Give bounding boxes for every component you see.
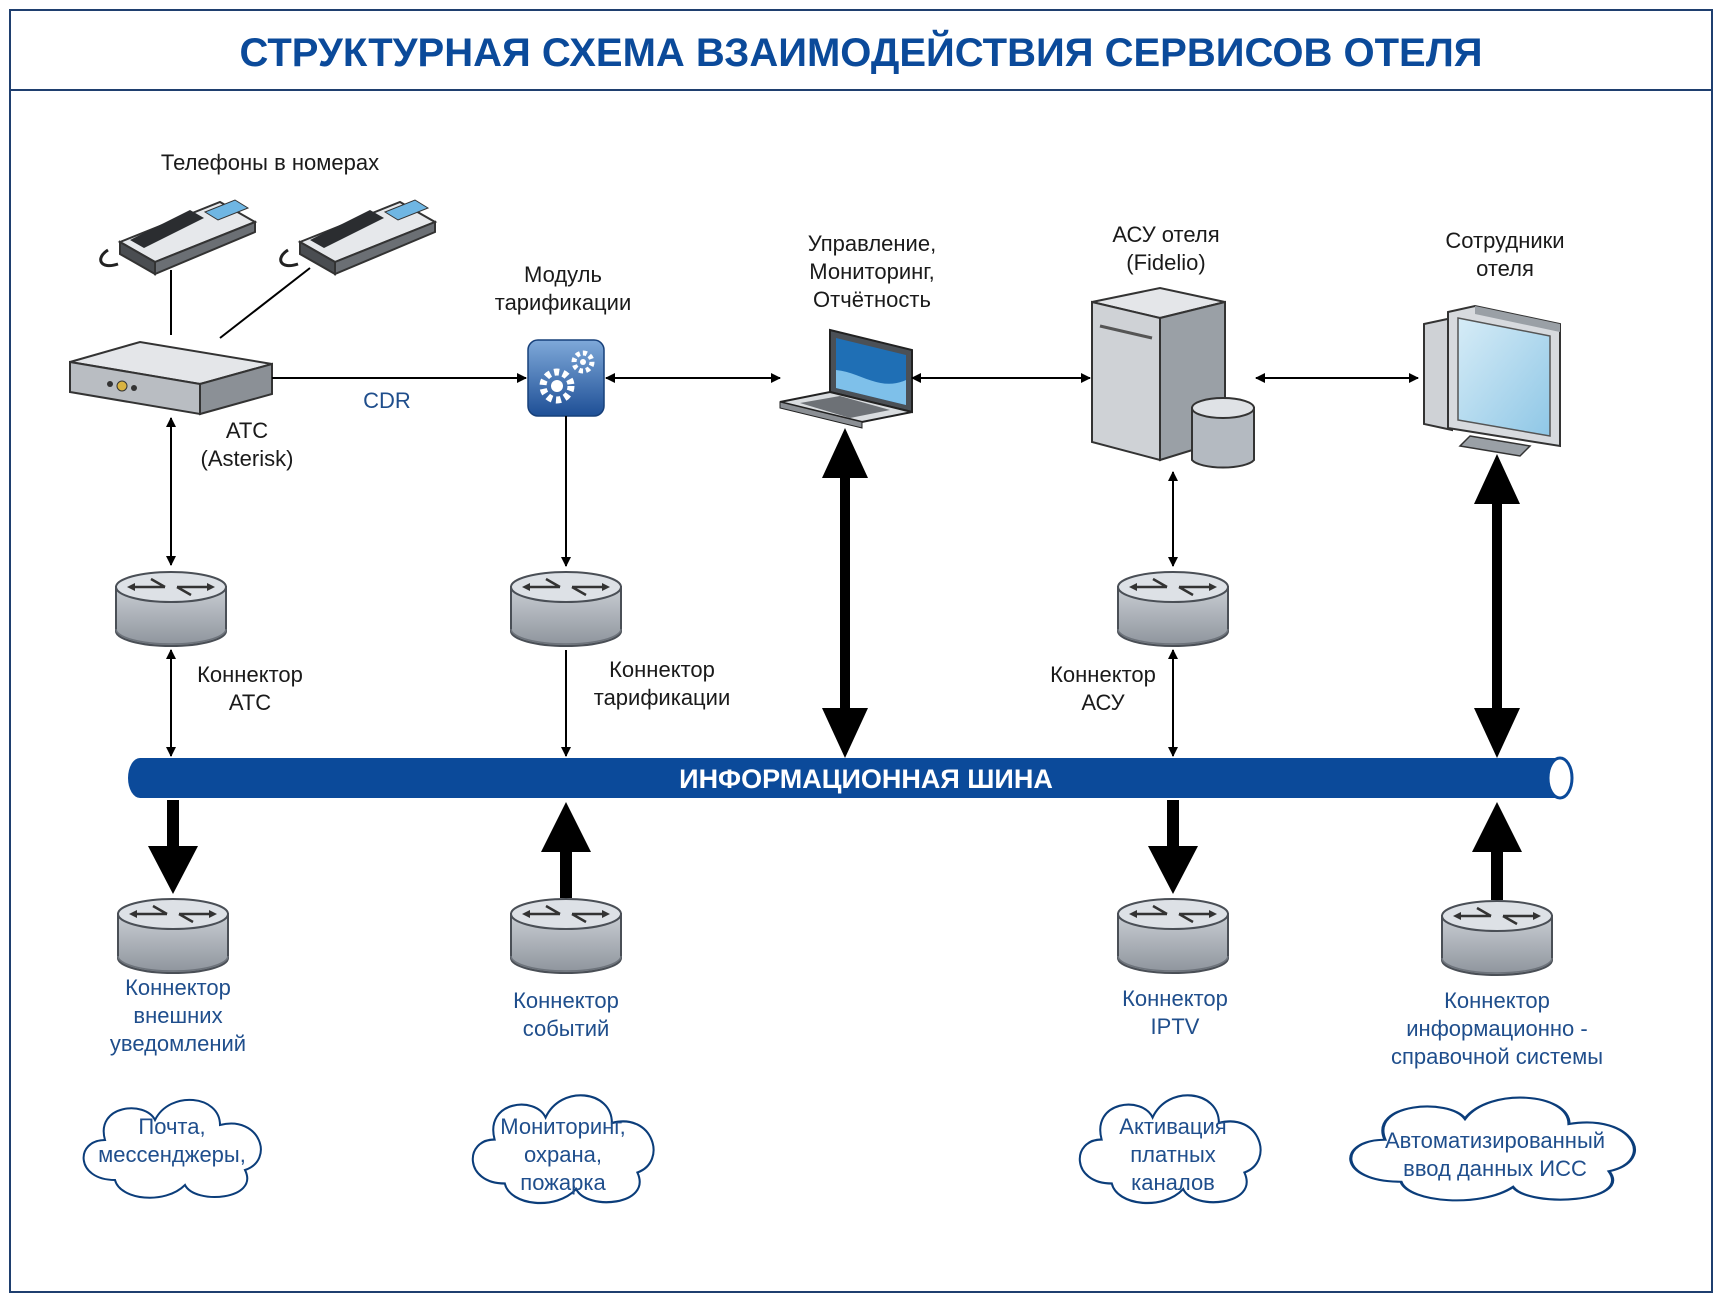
iptv-connector-label: IPTV (1151, 1014, 1200, 1039)
router-icon (114, 570, 228, 648)
router-icon (1116, 570, 1230, 648)
server-db-icon (1091, 286, 1255, 469)
management-label: Управление, (808, 231, 936, 256)
info-connector-label: информационно - (1406, 1016, 1587, 1041)
cloud-monitoring-label: охрана, (524, 1142, 602, 1167)
cdr-label: CDR (363, 388, 411, 413)
pbx-server-icon (69, 340, 273, 416)
cloud-monitoring-label: пожарка (520, 1170, 606, 1195)
page-title: СТРУКТУРНАЯ СХЕМА ВЗАИМОДЕЙСТВИЯ СЕРВИСО… (239, 29, 1482, 75)
cloud-paid-label: каналов (1131, 1170, 1215, 1195)
gears-icon (527, 339, 605, 417)
phone-link (219, 267, 311, 339)
router-icon (509, 570, 623, 648)
router-icon (509, 897, 623, 975)
events-connector-label: Коннектор (513, 988, 619, 1013)
info-connector-label: Коннектор (1444, 988, 1550, 1013)
iptv-connector-label: Коннектор (1122, 986, 1228, 1011)
info-connector-label: справочной системы (1391, 1044, 1603, 1069)
router-icon (116, 897, 230, 975)
cloud-auto-label: ввод данных ИСС (1403, 1156, 1587, 1181)
pbx-label: (Asterisk) (201, 446, 294, 471)
management-bus-arrow (822, 428, 868, 758)
asu-label: (Fidelio) (1126, 250, 1205, 275)
notify-connector-label: внешних (133, 1003, 222, 1028)
asu-connector-label: Коннектор (1050, 662, 1156, 687)
cloud-mail-label: мессенджеры, (98, 1142, 246, 1167)
asu-connector-label: АСУ (1081, 690, 1125, 715)
staff-label: Сотрудники (1445, 228, 1564, 253)
phone-icon (99, 198, 257, 276)
laptop-icon (779, 328, 913, 429)
cloud-paid-label: Активация (1119, 1114, 1226, 1139)
information-bus (128, 756, 1574, 800)
events-bus-arrow (541, 802, 591, 898)
billing-label: Модуль (524, 262, 602, 287)
billing-connector-label: тарификации (594, 685, 731, 710)
notify-connector-label: уведомлений (110, 1031, 246, 1056)
router-icon (1116, 897, 1230, 975)
bus-iptv-arrow (1148, 800, 1198, 894)
bus-label: ИНФОРМАЦИОННАЯ ШИНА (679, 764, 1053, 794)
pbx-connector-label: АТС (229, 690, 271, 715)
billing-connector-label: Коннектор (609, 657, 715, 682)
billing-label: тарификации (495, 290, 632, 315)
management-label: Отчётность (813, 287, 931, 312)
staff-label: отеля (1476, 256, 1534, 281)
management-label: Мониторинг, (809, 259, 934, 284)
outer-border (9, 9, 1713, 1293)
router-icon (1440, 899, 1554, 977)
notify-connector-label: Коннектор (125, 975, 231, 1000)
bus-notify-arrow (148, 800, 198, 894)
phones-label: Телефоны в номерах (161, 150, 379, 175)
asu-label: АСУ отеля (1112, 222, 1219, 247)
cloud-auto-label: Автоматизированный (1385, 1128, 1605, 1153)
pbx-connector-label: Коннектор (197, 662, 303, 687)
events-connector-label: событий (523, 1016, 610, 1041)
info-bus-arrow (1472, 802, 1522, 900)
pbx-label: АТС (226, 418, 268, 443)
cloud-monitoring-label: Мониторинг, (500, 1114, 625, 1139)
workstation-icon (1423, 304, 1561, 457)
cloud-mail-label: Почта, (138, 1114, 205, 1139)
staff-bus-arrow (1474, 454, 1520, 758)
phone-icon (279, 198, 437, 276)
cloud-paid-label: платных (1130, 1142, 1216, 1167)
